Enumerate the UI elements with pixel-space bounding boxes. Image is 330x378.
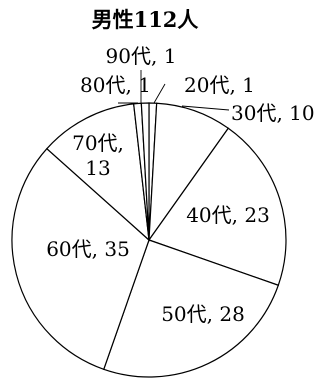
slice-label-50代: 50代, 28 <box>161 302 245 326</box>
slice-label-90代: 90代, 1 <box>106 44 177 68</box>
slice-label-60代: 60代, 35 <box>46 237 130 261</box>
pie-slice-90代 <box>140 102 150 241</box>
slice-label-40代: 40代, 23 <box>186 203 270 227</box>
slice-label-70代: 70代,13 <box>72 131 124 180</box>
slice-label-30代: 30代, 10 <box>231 101 315 125</box>
pie-slice-40代 <box>148 127 287 287</box>
leader-lines <box>118 70 230 111</box>
slice-label-80代: 80代, 1 <box>80 73 151 97</box>
pie-slice-50代 <box>102 239 280 378</box>
leader-line-20代 <box>153 83 166 104</box>
pie-slice-70代 <box>46 103 150 242</box>
chart-title: 男性112人 <box>92 7 199 32</box>
leader-line-30代 <box>181 105 230 111</box>
pie-slice-60代 <box>11 147 150 371</box>
slice-label-20代: 20代, 1 <box>184 73 255 97</box>
pie-slices <box>11 102 287 378</box>
slice-labels: 20代, 1 30代, 10 40代, 23 50代, 28 60代, 35 70代,13… <box>46 44 314 326</box>
